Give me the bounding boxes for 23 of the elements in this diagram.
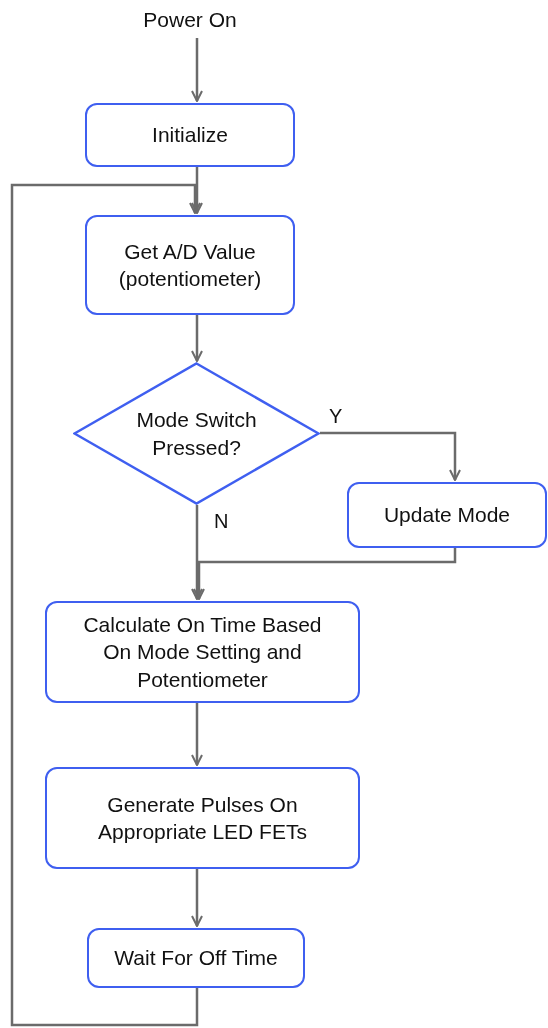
node-text: Generate Pulses On Appropriate LED FETs [97, 791, 308, 845]
start-label: Power On [143, 7, 237, 34]
arrow [191, 38, 203, 102]
process-box [347, 482, 547, 548]
arrow [191, 869, 203, 927]
arrow [10, 183, 201, 1027]
process-box [45, 601, 360, 703]
process-box [85, 103, 295, 167]
node-text: Get A/D Value (potentiometer) [117, 238, 263, 292]
arrow [191, 505, 203, 600]
node-text: Wait For Off Time [114, 945, 278, 972]
process-box [45, 767, 360, 869]
node-text: Initialize [152, 122, 228, 149]
node-text: Mode Switch Pressed? [135, 407, 258, 461]
node-text: Update Mode [383, 502, 511, 529]
process-box [87, 928, 305, 988]
process-box [85, 215, 295, 315]
arrow [191, 703, 203, 766]
node-text: Calculate On Time Based On Mode Setting and Potentiometer [82, 612, 323, 693]
arrow [191, 315, 203, 362]
arrow [320, 431, 461, 481]
arrow [191, 167, 203, 214]
arrow [193, 548, 457, 600]
